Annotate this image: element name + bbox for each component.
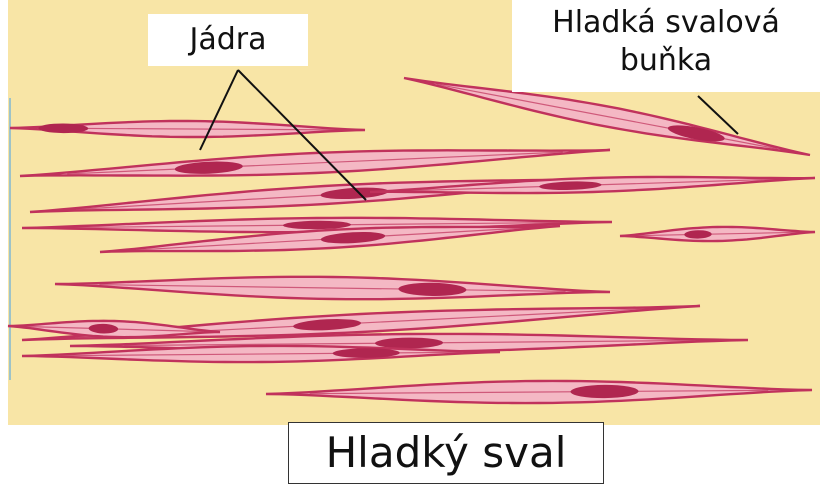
- diagram-title: Hladký sval: [288, 422, 604, 484]
- smooth-muscle-cell-label: Hladká svalová buňka: [512, 0, 820, 92]
- smooth-muscle-cell-label-line1: Hladká svalová: [512, 4, 820, 42]
- nuclei-label: Jádra: [148, 14, 308, 66]
- smooth-muscle-cell-label-line2: buňka: [512, 42, 820, 80]
